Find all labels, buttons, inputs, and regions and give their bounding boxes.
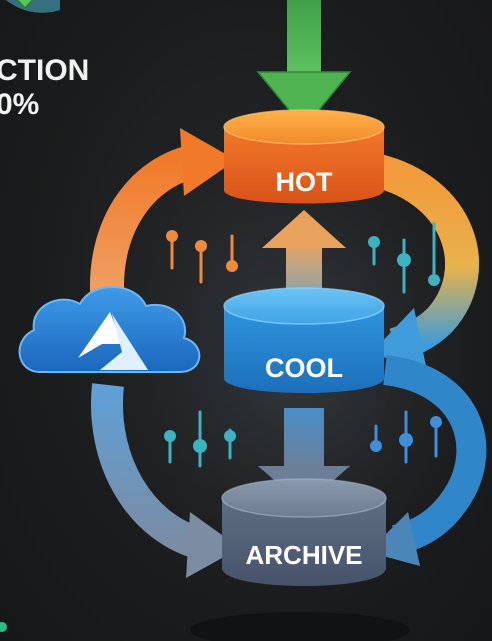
ingest-arrow [256,0,352,130]
teal-pin-icons [368,222,440,294]
top-left-badge-icon [6,0,60,13]
corner-caption-line1: CTION [0,54,89,87]
bottom-left-dot-icon [0,622,7,632]
hot-tier-label: HOT [276,167,334,197]
archive-tier-cylinder [221,478,387,586]
teal-lower-pin-icons [164,410,236,468]
archive-shadow [190,612,410,641]
hot-to-cool-arrow [370,153,479,376]
blue-lower-pin-icons [370,410,442,464]
hot-tier-cylinder [223,109,385,204]
corner-caption-line2: 0% [0,88,39,121]
orange-pin-icons [166,230,238,284]
cloud-to-archive-arrow [91,383,240,578]
azure-cloud-icon [18,286,201,373]
archive-tier-label: ARCHIVE [245,540,362,570]
cool-tier-cylinder [223,287,385,393]
cool-tier-label: COOL [265,353,343,383]
archive-to-hot-arrow [90,128,236,307]
